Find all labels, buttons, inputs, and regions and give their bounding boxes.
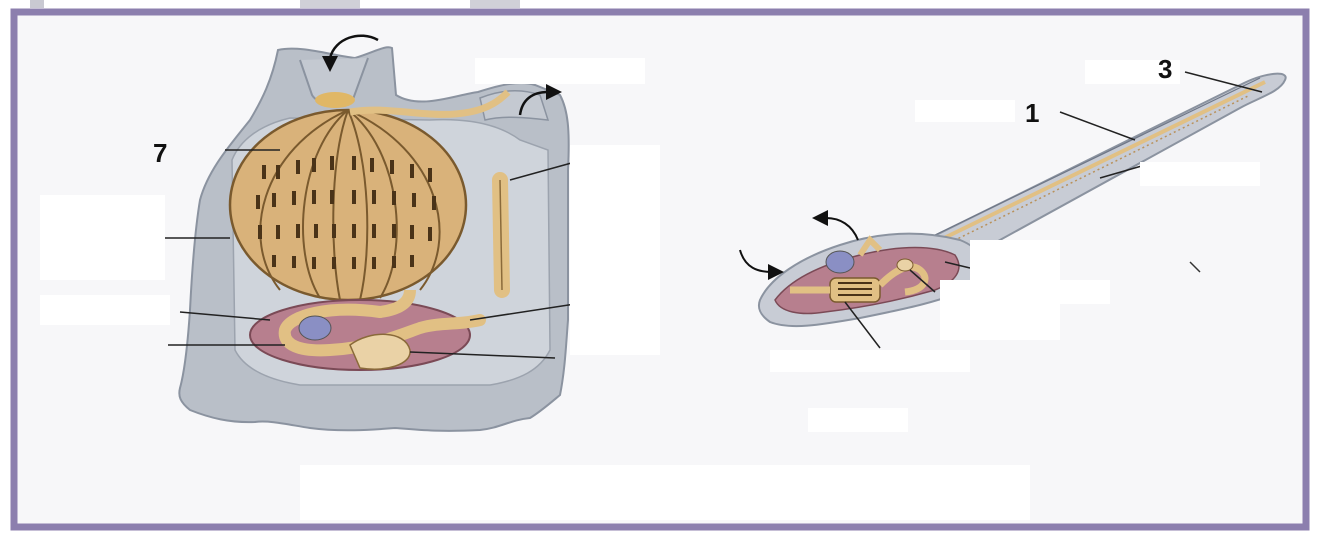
branchial-basket [230,110,466,300]
label-1: 1 [1025,100,1039,126]
label-7: 7 [153,140,167,166]
label-3: 3 [1158,56,1172,82]
